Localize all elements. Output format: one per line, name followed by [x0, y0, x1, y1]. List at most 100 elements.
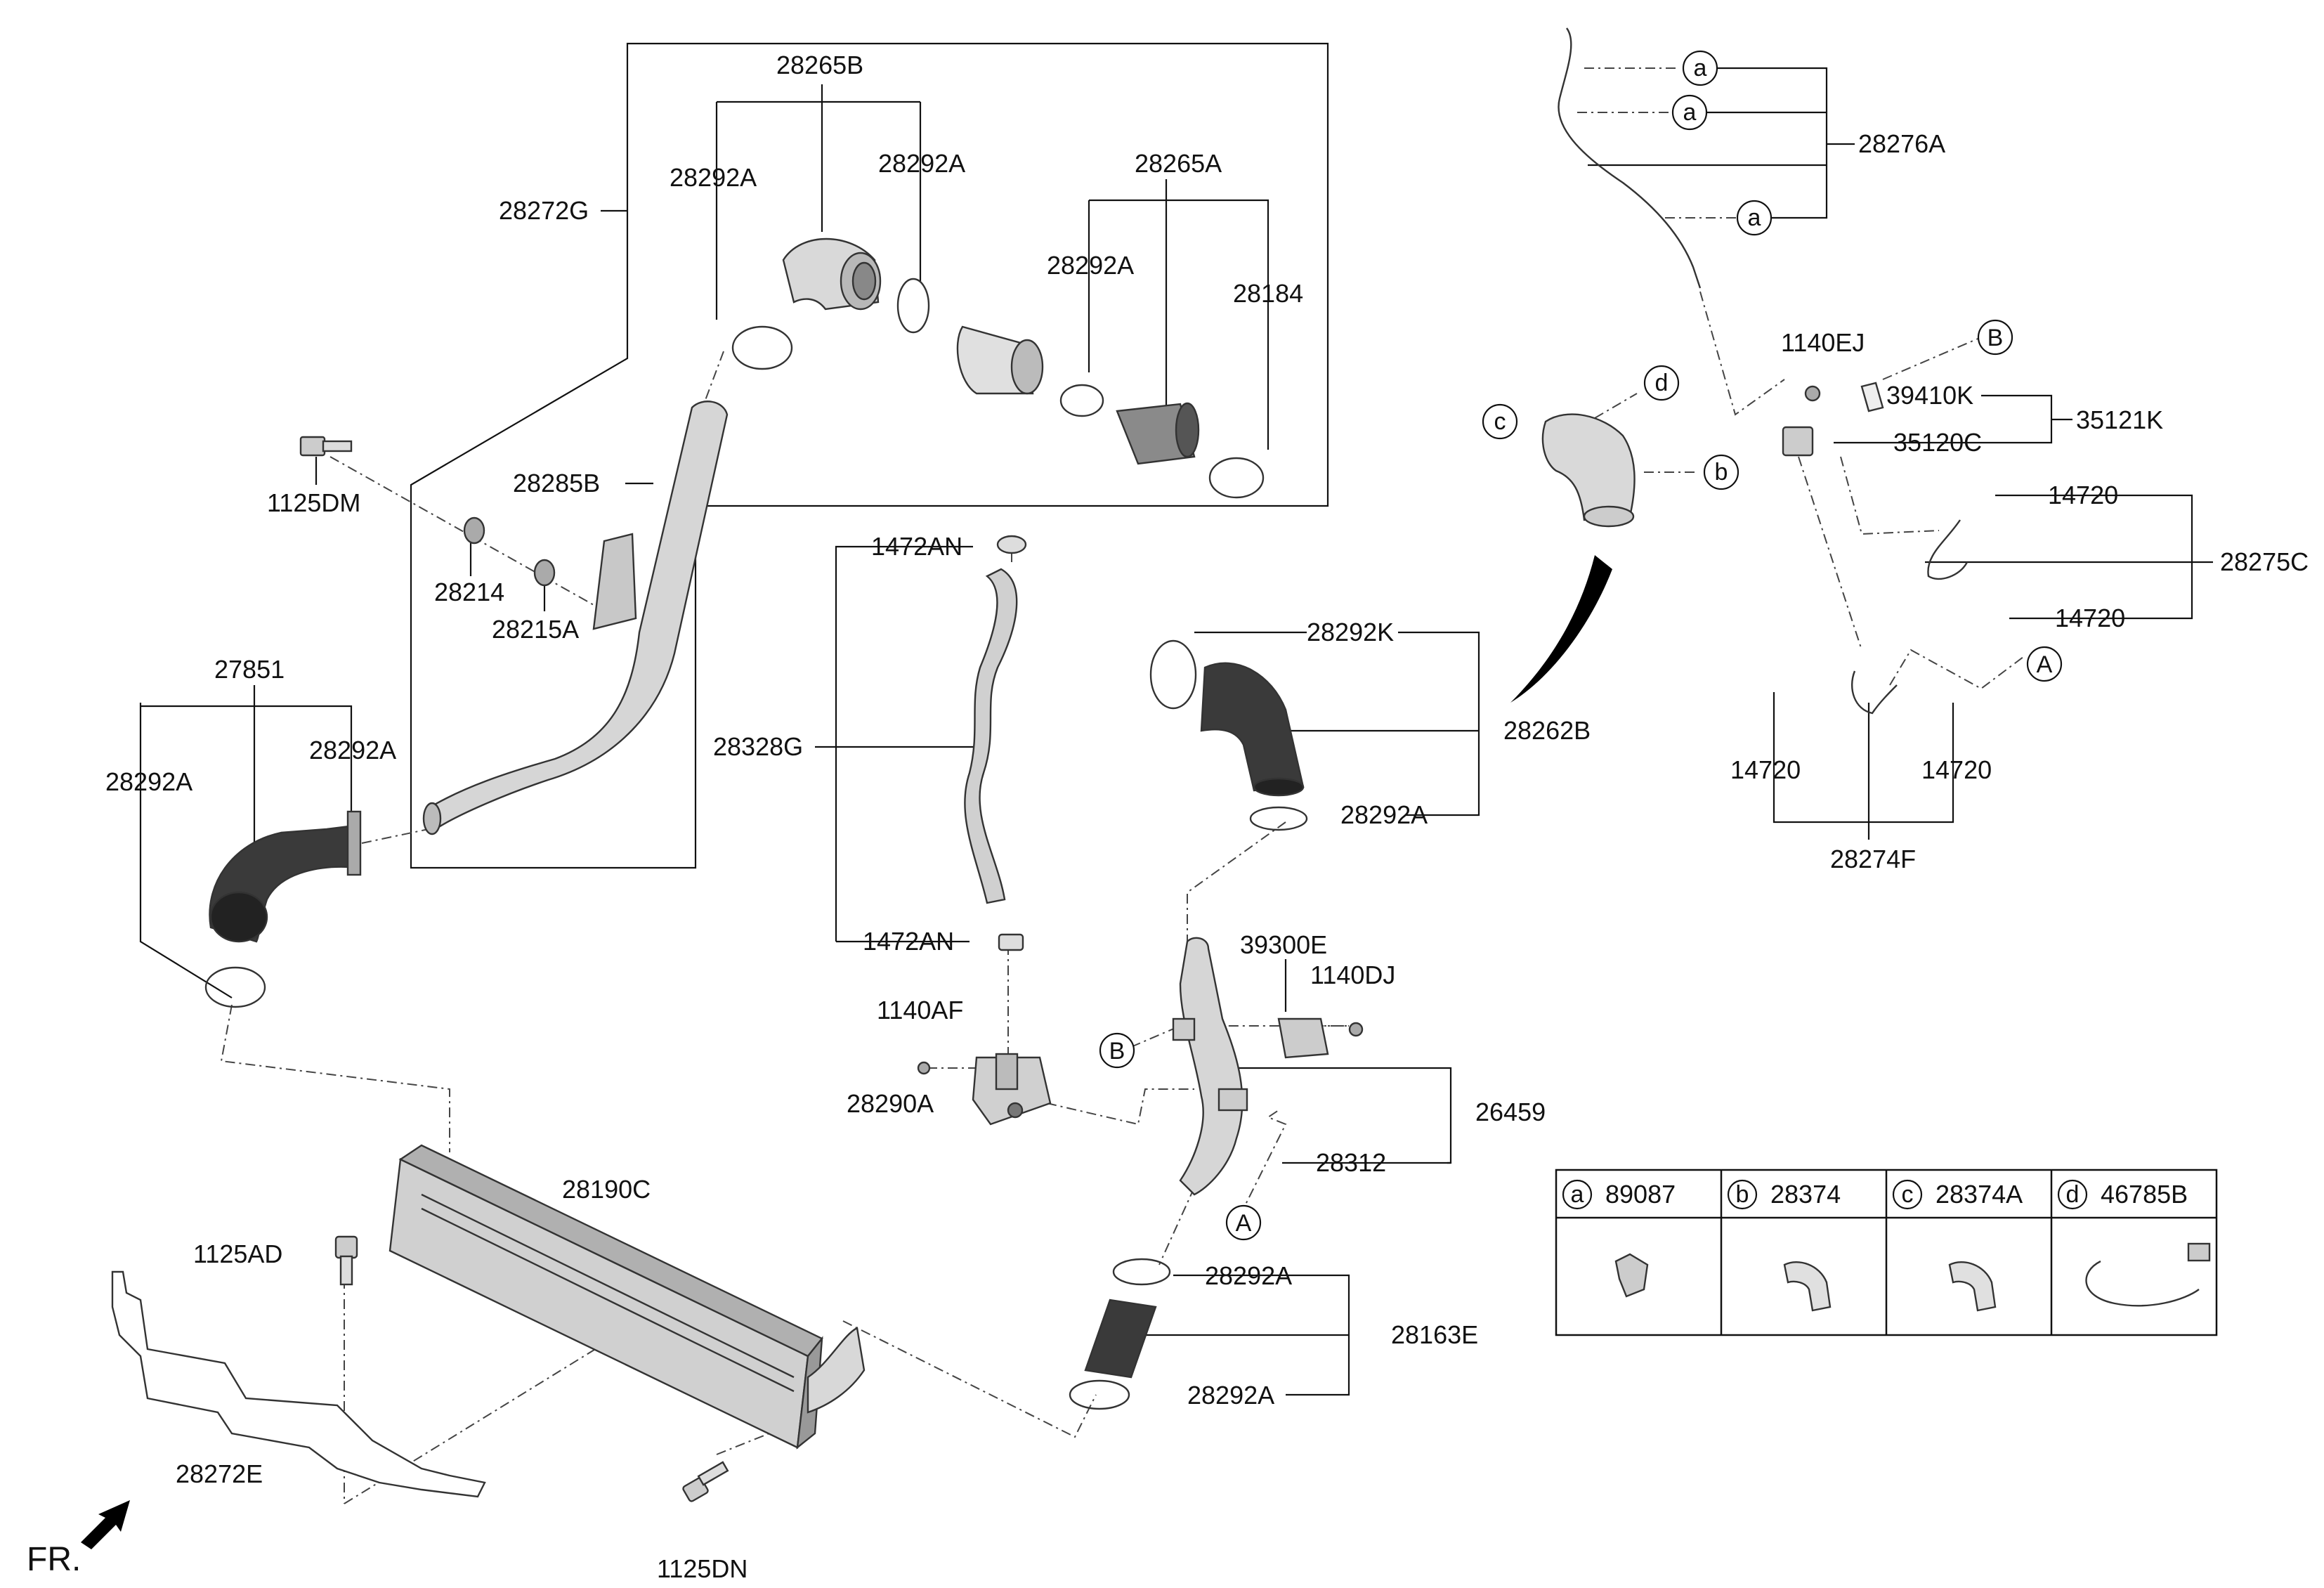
- svg-text:d: d: [1655, 370, 1669, 396]
- svg-text:c: c: [1494, 408, 1506, 435]
- conn-bracket-cooler: [344, 1334, 619, 1504]
- conn-tube-bracket: [1699, 291, 1785, 416]
- conn-A-bottom: [1239, 1109, 1287, 1216]
- legend-part-28374: 28374: [1770, 1180, 1841, 1209]
- label-28292A-c: 28292A: [1047, 251, 1134, 280]
- label-35120C: 35120C: [1893, 428, 1982, 457]
- legend-icon-89087: [1614, 1253, 1649, 1298]
- legend-icon-46785B: [2085, 1242, 2211, 1307]
- callout-a-3: a: [1736, 200, 1773, 236]
- bracket-28272E: [111, 1270, 486, 1498]
- svg-text:B: B: [1987, 325, 2004, 351]
- hose-28262B: [1200, 662, 1305, 797]
- label-1140EJ: 1140EJ: [1781, 328, 1865, 357]
- clamp-28292A-upper: [1112, 1258, 1171, 1286]
- callout-b: b: [1703, 454, 1739, 490]
- label-14720-a: 14720: [2048, 481, 2118, 509]
- callout-B-right: B: [1977, 319, 2013, 356]
- valve-28290A: [972, 1053, 1052, 1126]
- svg-text:c: c: [1902, 1181, 1914, 1208]
- group-box-28272G: [410, 42, 1329, 869]
- rubber-coupler-part: [1116, 402, 1200, 465]
- tube-28276A: [1558, 27, 1702, 289]
- turbo-outlet-part: [956, 325, 1044, 395]
- svg-text:A: A: [2037, 651, 2053, 678]
- conn-bracket-hose: [1840, 456, 1940, 535]
- pointer-wedge: [1510, 555, 1612, 703]
- turbo-elbow-part: [782, 237, 882, 311]
- label-28292A-h: 28292A: [1187, 1381, 1274, 1410]
- label-28292A-b: 28292A: [878, 149, 965, 178]
- legend-table: [1555, 1169, 2218, 1336]
- label-1125DM: 1125DM: [267, 488, 360, 517]
- legend-header-d: d 46785B: [2057, 1179, 2188, 1210]
- legend-header-a: a 89087: [1562, 1179, 1676, 1210]
- conn-clamp-cooler: [220, 1004, 450, 1152]
- svg-text:b: b: [1736, 1181, 1749, 1208]
- leader-28274F: [1773, 692, 1954, 824]
- hose-28328G: [964, 568, 1018, 904]
- label-27851: 27851: [214, 655, 285, 684]
- hose-28275C: [1927, 519, 1969, 580]
- conn-turbo-pipe: [702, 351, 724, 408]
- legend-part-28374A: 28374A: [1935, 1180, 2023, 1209]
- conn-cooler-clamp: [842, 1320, 1097, 1438]
- label-28328G: 28328G: [713, 732, 803, 761]
- clip-1472AN-top: [996, 535, 1027, 554]
- clip-39410K: [1860, 382, 1884, 412]
- callout-d: d: [1643, 365, 1680, 401]
- leader-27851-top: [141, 705, 353, 836]
- label-28292A-a: 28292A: [670, 163, 757, 192]
- legend-header-b: b 28374: [1727, 1179, 1841, 1210]
- pipe-26459: [1172, 937, 1248, 1196]
- svg-text:A: A: [1236, 1210, 1252, 1237]
- label-1140DJ: 1140DJ: [1310, 961, 1395, 989]
- label-28275C: 28275C: [2220, 547, 2309, 576]
- label-28285B: 28285B: [513, 469, 600, 497]
- callout-A-left: A: [1225, 1204, 1262, 1241]
- clamp-top-right: [896, 278, 930, 334]
- label-1140AF: 1140AF: [877, 996, 963, 1024]
- label-28265B: 28265B: [776, 51, 863, 79]
- label-28312: 28312: [1316, 1148, 1386, 1177]
- label-28163E: 28163E: [1391, 1320, 1478, 1349]
- label-35121K: 35121K: [2076, 405, 2163, 434]
- label-28214: 28214: [434, 578, 504, 606]
- front-direction-label: FR.: [27, 1541, 81, 1578]
- collar-28215A: [533, 559, 556, 587]
- label-28292K: 28292K: [1307, 618, 1394, 646]
- label-28190C: 28190C: [562, 1175, 651, 1204]
- screw-1140AF: [917, 1061, 931, 1075]
- leader-28328G: [835, 545, 973, 942]
- svg-text:d: d: [2066, 1181, 2080, 1208]
- intake-pipe-part: [422, 401, 729, 835]
- sensor-39300E: [1277, 1017, 1329, 1059]
- label-28292A-d: 28292A: [105, 767, 192, 796]
- conn-26459-clamp: [1158, 1187, 1195, 1265]
- label-1472AN-a: 1472AN: [871, 532, 962, 561]
- clamp-28292K: [1149, 639, 1197, 710]
- rubber-hose-27851: [209, 810, 362, 943]
- callout-A-right: A: [2026, 646, 2063, 682]
- clamp-28292A-lower: [1069, 1379, 1130, 1410]
- label-28272G: 28272G: [499, 196, 589, 225]
- clamp-mid-left: [1059, 384, 1104, 417]
- clamp-mid-right: [1208, 457, 1265, 499]
- label-14720-c: 14720: [1730, 755, 1801, 784]
- conn-A-right: [1889, 649, 2024, 690]
- clamp-lower-27851: [204, 966, 266, 1008]
- svg-text:a: a: [1683, 99, 1697, 126]
- svg-text:a: a: [1571, 1181, 1584, 1208]
- label-28292A-g: 28292A: [1205, 1261, 1292, 1290]
- front-arrow-icon: [81, 1500, 130, 1549]
- label-28274F: 28274F: [1830, 845, 1916, 873]
- conn-valve-pipe: [1046, 1088, 1194, 1126]
- label-1472AN-b: 1472AN: [863, 927, 954, 956]
- label-28292A-e: 28292A: [309, 736, 396, 764]
- bolt-1125AD: [334, 1235, 358, 1286]
- legend-icon-28374: [1783, 1261, 1832, 1312]
- label-28184: 28184: [1233, 279, 1303, 308]
- label-1125AD: 1125AD: [193, 1239, 282, 1268]
- legend-part-89087: 89087: [1605, 1180, 1676, 1209]
